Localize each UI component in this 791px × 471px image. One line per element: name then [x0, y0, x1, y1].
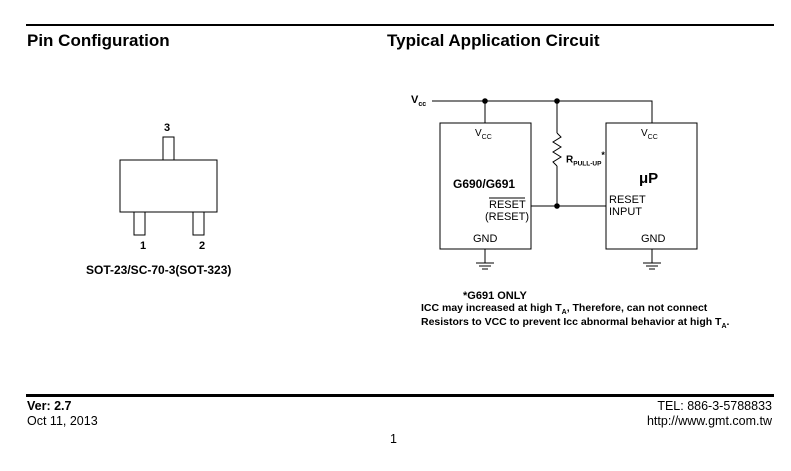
- vcc-rail: [432, 100, 653, 123]
- pin-2-lead: [192, 211, 205, 236]
- page-number: 1: [390, 432, 397, 446]
- ic-gnd-label: GND: [473, 233, 498, 245]
- ic-name: G690/G691: [453, 177, 516, 191]
- date-label: Oct 11, 2013: [27, 414, 98, 428]
- package-label: SOT-23/SC-70-3(SOT-323): [86, 263, 232, 277]
- junction-dot-ic: [482, 98, 488, 104]
- pin-1-label: 1: [140, 240, 147, 252]
- mcu-vcc-label: VCC: [641, 128, 658, 141]
- top-rule: [26, 24, 774, 26]
- junction-dot-reset: [554, 203, 560, 209]
- pin-2-label: 2: [199, 240, 206, 252]
- package-body: [119, 159, 218, 213]
- note-title: *G691 ONLY: [463, 290, 527, 302]
- pullup-resistor: [552, 132, 562, 167]
- typical-application-title: Typical Application Circuit: [387, 31, 600, 50]
- website-link[interactable]: http://www.gmt.com.tw: [646, 414, 772, 428]
- pin-3-lead: [162, 136, 175, 161]
- footer-rule: [26, 394, 774, 397]
- pin-3-label: 3: [164, 122, 171, 134]
- vcc-supply-label: Vcc: [411, 94, 427, 109]
- ic-vcc-label: VCC: [475, 128, 492, 141]
- ic-reset-label: RESET: [489, 199, 526, 211]
- tel-label: TEL: 886-3-5788833: [657, 399, 772, 413]
- mcu-gnd-label: GND: [641, 233, 666, 245]
- mcu-name: μP: [639, 170, 659, 187]
- version-label: Ver: 2.7: [27, 399, 72, 413]
- ic-reset-alt-label: (RESET): [485, 211, 529, 223]
- pin-1-lead: [133, 211, 146, 236]
- junction-dot-rail: [554, 98, 560, 104]
- pin-configuration-title: Pin Configuration: [27, 31, 170, 50]
- mcu-input-label: INPUT: [609, 206, 642, 218]
- note-line-1: ICC may increased at high TA, Therefore,…: [421, 302, 708, 317]
- resistor-label: RPULL-UP*: [566, 150, 605, 168]
- mcu-reset-label: RESET: [609, 194, 646, 206]
- note-line-2: Resistors to VCC to prevent Icc abnormal…: [421, 316, 730, 331]
